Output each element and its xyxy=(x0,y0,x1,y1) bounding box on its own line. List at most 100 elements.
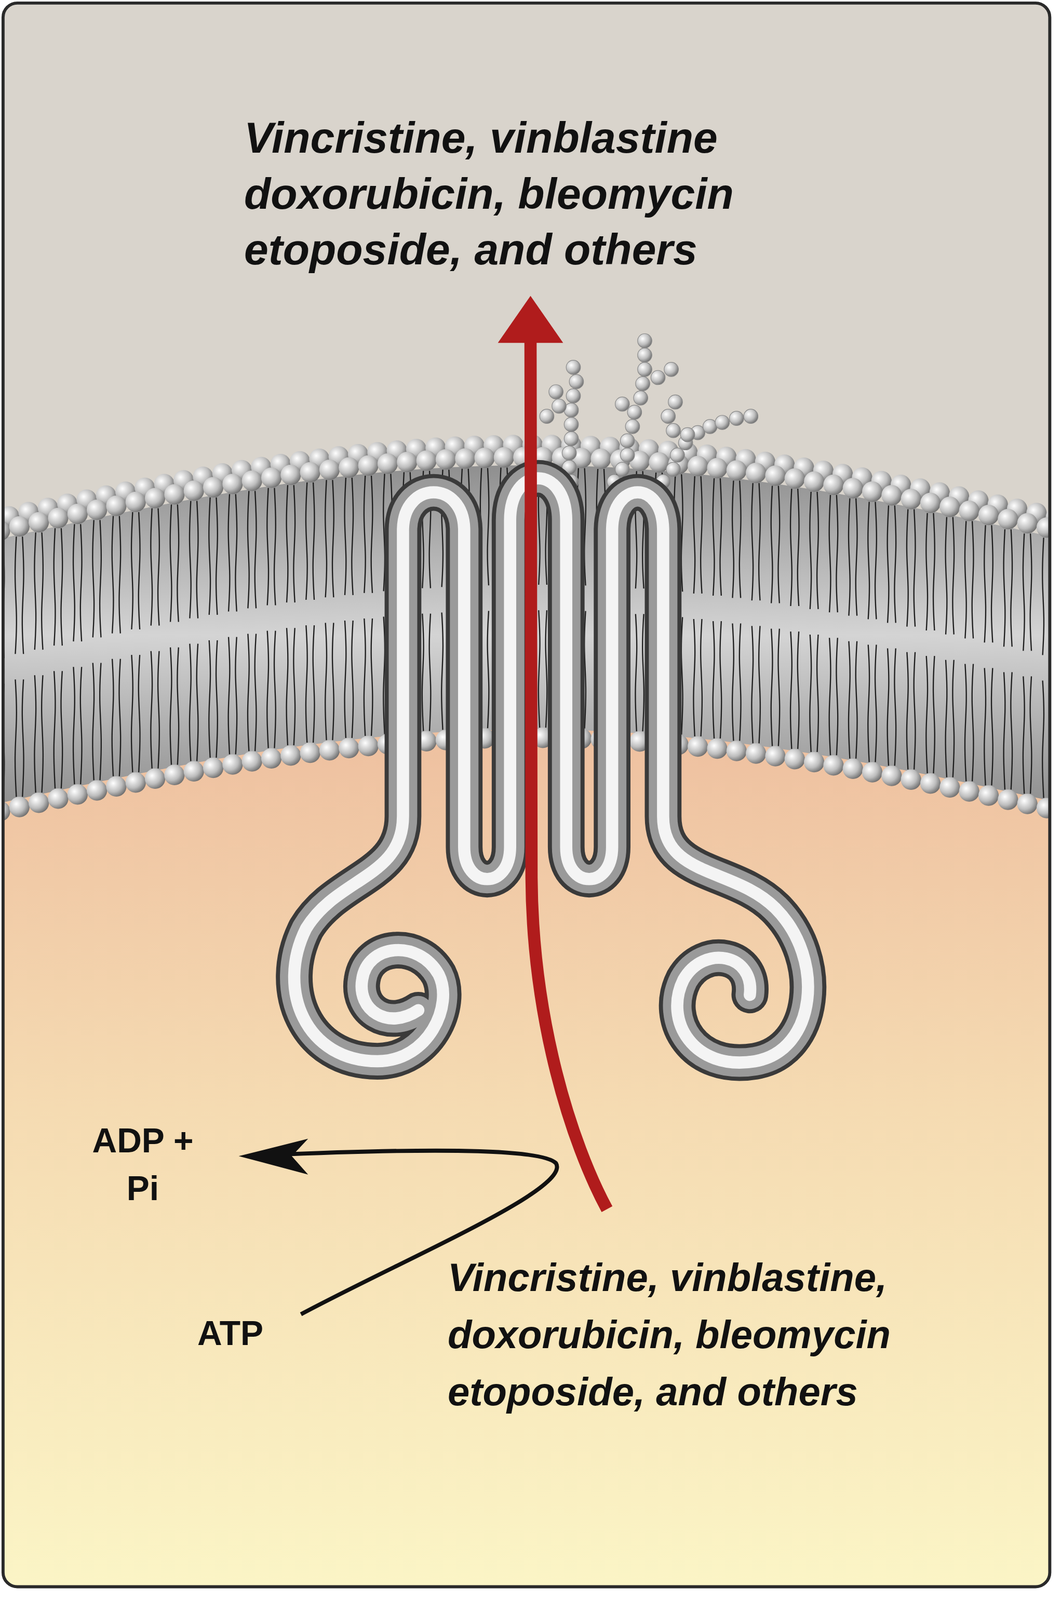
sugar-bead xyxy=(569,374,584,389)
lipid-head xyxy=(997,789,1018,810)
lipid-tail xyxy=(196,501,199,619)
lipid-head xyxy=(415,450,437,471)
lipid-tail xyxy=(790,488,792,607)
lipid-head xyxy=(242,470,263,491)
lipid-head xyxy=(9,516,30,537)
lipid-tail xyxy=(836,637,838,756)
sugar-bead xyxy=(539,409,555,424)
lipid-tail xyxy=(1023,533,1025,651)
atp-label: ATP xyxy=(197,1311,333,1356)
lipid-tail xyxy=(906,652,909,770)
sugar-bead xyxy=(637,347,653,363)
lipid-tail xyxy=(584,468,586,586)
lipid-head xyxy=(881,485,902,506)
lipid-tail xyxy=(538,610,541,728)
lipid-head xyxy=(67,784,88,805)
lipid-tail xyxy=(112,516,114,634)
sugar-bead xyxy=(615,462,630,477)
lipid-tail xyxy=(797,631,800,749)
lipid-head xyxy=(726,741,747,762)
lipid-tail xyxy=(1030,676,1032,794)
lipid-head xyxy=(687,736,708,757)
lipid-tail xyxy=(22,679,24,797)
drug-list-inside: Vincristine, vinblastine, doxorubicin, b… xyxy=(447,1248,1040,1421)
lipid-tail xyxy=(216,640,218,758)
sugar-bead xyxy=(563,431,579,447)
lipid-tail xyxy=(216,497,218,615)
lipid-head xyxy=(261,467,282,488)
lipid-head xyxy=(687,455,708,477)
lipid-head xyxy=(474,447,495,468)
lipid-head xyxy=(493,447,515,468)
lipid-tail xyxy=(254,633,257,751)
lipid-head xyxy=(590,448,611,469)
lipid-tail xyxy=(371,475,373,594)
lipid-tail xyxy=(693,619,695,737)
lipid-head xyxy=(745,462,767,483)
lipid-tail xyxy=(906,509,909,627)
lipid-tail xyxy=(247,490,250,609)
lipid-tail xyxy=(150,508,153,626)
lipid-head xyxy=(901,488,922,509)
lipid-head xyxy=(358,455,379,476)
lipid-tail xyxy=(887,648,890,766)
lipid-tail xyxy=(80,524,83,642)
lipid-head xyxy=(358,735,379,757)
lipid-tail xyxy=(809,634,812,752)
lipid-tail xyxy=(293,485,295,603)
lipid-head xyxy=(784,468,805,489)
lipid-tail xyxy=(681,474,683,592)
lipid-head xyxy=(125,491,146,513)
lipid-head xyxy=(823,474,844,495)
lipid-tail xyxy=(945,660,948,778)
sugar-bead xyxy=(620,448,635,463)
lipid-tail xyxy=(739,480,742,598)
lipid-tail xyxy=(54,528,56,646)
lipid-head xyxy=(1017,513,1038,534)
lipid-head xyxy=(28,792,49,813)
lipid-head xyxy=(842,477,864,499)
lipid-tail xyxy=(991,525,993,643)
lipid-tail xyxy=(933,513,935,631)
lipid-head xyxy=(803,471,825,492)
lipid-tail xyxy=(266,488,269,606)
lipid-tail xyxy=(196,643,199,762)
lipid-tail xyxy=(894,505,896,623)
sugar-bead xyxy=(650,370,666,385)
p-glycoprotein xyxy=(294,478,809,1063)
sugar-bead xyxy=(566,360,581,375)
lipid-head xyxy=(1036,517,1051,538)
lipid-tail xyxy=(422,613,424,732)
sugar-bead xyxy=(661,409,676,424)
lipid-tail xyxy=(925,513,928,631)
lipid-head xyxy=(939,777,960,798)
sugar-bead xyxy=(668,394,683,410)
lipid-tail xyxy=(150,651,153,769)
lipid-head xyxy=(105,495,127,516)
lipid-tail xyxy=(118,659,121,777)
lipid-tail xyxy=(60,670,63,789)
sugar-bead xyxy=(620,433,635,449)
lipid-head xyxy=(978,504,999,526)
lipid-tail xyxy=(34,532,36,650)
lipid-tail xyxy=(635,613,637,732)
lipid-tail xyxy=(92,662,94,781)
lipid-head xyxy=(920,492,941,514)
lipid-head xyxy=(842,758,864,780)
lipid-tail xyxy=(875,644,877,762)
lipid-tail xyxy=(732,623,734,742)
lipid-tail xyxy=(816,634,819,752)
lipid-head xyxy=(164,764,185,786)
lipid-tail xyxy=(751,482,754,601)
lipid-tail xyxy=(41,532,44,650)
lipid-tail xyxy=(293,627,295,746)
lipid-tail xyxy=(972,664,974,782)
lipid-tail xyxy=(952,660,955,778)
lipid-head xyxy=(1036,797,1051,818)
lipid-tail xyxy=(247,633,250,751)
lipid-tail xyxy=(313,625,315,743)
sugar-bead xyxy=(615,396,630,412)
lipid-tail xyxy=(274,630,276,749)
lipid-head xyxy=(862,481,883,502)
lipid-head xyxy=(862,761,883,783)
